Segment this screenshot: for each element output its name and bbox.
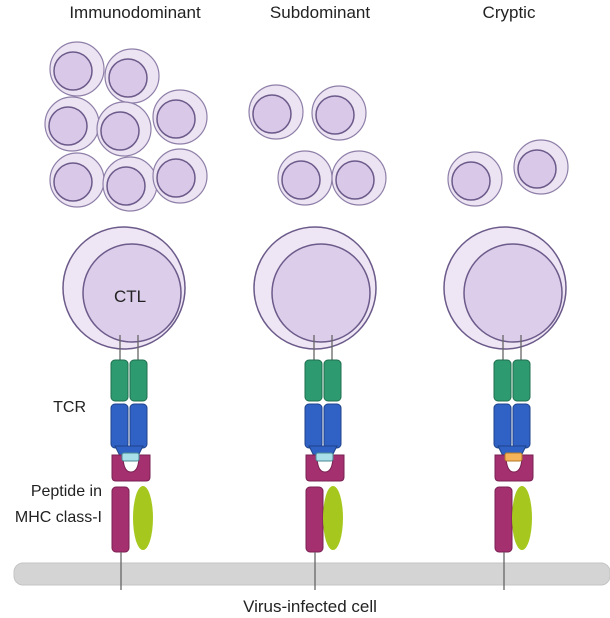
- mhc-cryptic: [494, 452, 534, 590]
- ctl-label: CTL: [114, 287, 146, 306]
- small-cells-cryptic: [447, 139, 569, 207]
- tcr-cryptic: [493, 335, 531, 457]
- small-cells-subdominant: [248, 84, 387, 206]
- small-cell: [152, 89, 208, 145]
- small-cell: [102, 156, 158, 212]
- peptide-label-line1: Peptide in: [31, 483, 102, 500]
- title-subdominant: Subdominant: [270, 3, 370, 22]
- small-cell: [104, 48, 160, 104]
- mhc-immunodominant: [111, 452, 153, 590]
- peptide-subdominant: [315, 452, 334, 462]
- small-cell: [277, 150, 333, 206]
- small-cell: [152, 148, 208, 204]
- tcr-immunodominant: [110, 335, 148, 457]
- tcr-subdominant: [304, 335, 342, 457]
- peptide-immunodominant: [121, 452, 140, 462]
- peptide-cryptic: [504, 452, 523, 462]
- mhc-subdominant: [305, 452, 345, 590]
- membrane-label: Virus-infected cell: [243, 597, 377, 616]
- small-cell: [44, 96, 100, 152]
- small-cells-immunodominant: [44, 41, 208, 212]
- small-cell: [248, 84, 304, 140]
- small-cell: [513, 139, 569, 195]
- title-cryptic: Cryptic: [483, 3, 536, 22]
- small-cell: [49, 41, 105, 97]
- ctl-cryptic: [443, 226, 567, 350]
- small-cell: [447, 151, 503, 207]
- ctl-subdominant: [253, 226, 377, 350]
- small-cell: [49, 152, 105, 208]
- small-cell: [331, 150, 387, 206]
- ctl-immunodominant: [62, 226, 186, 350]
- title-immunodominant: Immunodominant: [69, 3, 201, 22]
- peptide-label-line2: MHC class-I: [15, 509, 102, 526]
- cell-membrane: [13, 562, 610, 586]
- tcr-label: TCR: [53, 399, 86, 416]
- small-cell: [311, 85, 367, 141]
- small-cell: [96, 101, 152, 157]
